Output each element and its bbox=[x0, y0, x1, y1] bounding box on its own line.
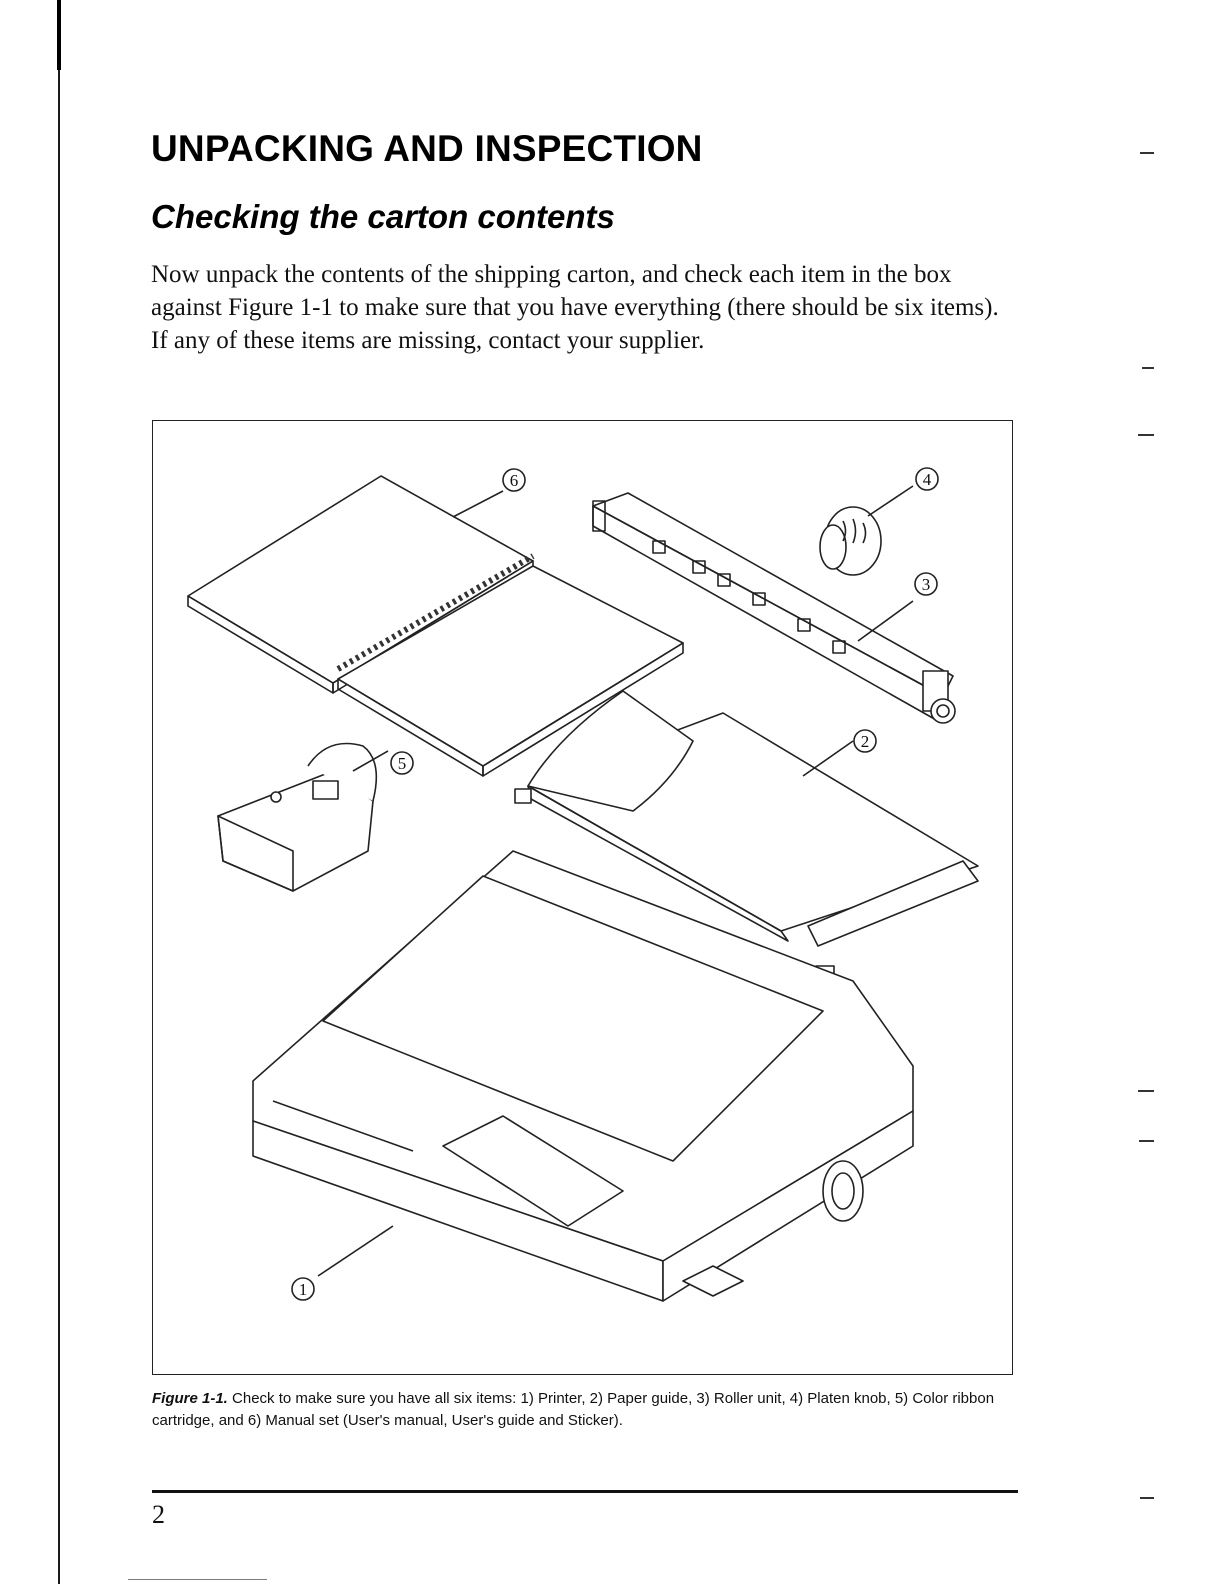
subsection-heading: Checking the carton contents bbox=[151, 198, 615, 235]
callout-5: 5 bbox=[390, 751, 414, 775]
page-number: 2 bbox=[152, 1500, 165, 1529]
binding-edge-line bbox=[58, 0, 60, 1584]
figure-caption: Figure 1-1. Check to make sure you have … bbox=[152, 1388, 1022, 1432]
callout-2: 2 bbox=[853, 729, 877, 753]
platen-knob-illustration bbox=[819, 485, 914, 576]
callout-1: 1 bbox=[291, 1277, 315, 1301]
paragraph-intro: Now unpack the contents of the shipping … bbox=[151, 261, 999, 321]
footer-rule bbox=[152, 1490, 1018, 1493]
manual-set-illustration bbox=[187, 475, 684, 777]
figure-illustration: 6 4 3 2 5 1 bbox=[187, 467, 979, 1302]
scan-bottom-mark bbox=[128, 1579, 267, 1580]
figure-caption-label: Figure 1-1. bbox=[152, 1390, 228, 1407]
section-heading: UNPACKING AND INSPECTION bbox=[151, 128, 703, 169]
paragraph-missing: If any of these items are missing, conta… bbox=[151, 327, 705, 354]
callout-3-label: 3 bbox=[922, 575, 931, 594]
callout-6: 6 bbox=[502, 468, 526, 492]
callout-5-label: 5 bbox=[398, 754, 407, 773]
callout-4: 4 bbox=[915, 467, 939, 491]
printer-illustration bbox=[252, 850, 914, 1302]
figure-carton-contents: 6 4 3 2 5 1 bbox=[152, 420, 1013, 1375]
binding-edge-mark bbox=[57, 0, 61, 70]
callout-3: 3 bbox=[914, 572, 938, 596]
spiral-binding bbox=[336, 553, 535, 672]
callout-4-label: 4 bbox=[923, 470, 932, 489]
figure-caption-text: Check to make sure you have all six item… bbox=[152, 1390, 995, 1429]
callout-2-label: 2 bbox=[861, 732, 870, 751]
ribbon-cartridge-illustration bbox=[217, 742, 389, 892]
callout-1-label: 1 bbox=[299, 1280, 308, 1299]
body-text: Now unpack the contents of the shipping … bbox=[151, 258, 1019, 357]
callout-6-label: 6 bbox=[510, 471, 519, 490]
roller-unit-illustration bbox=[592, 492, 956, 724]
paper-guide-illustration bbox=[514, 690, 979, 981]
